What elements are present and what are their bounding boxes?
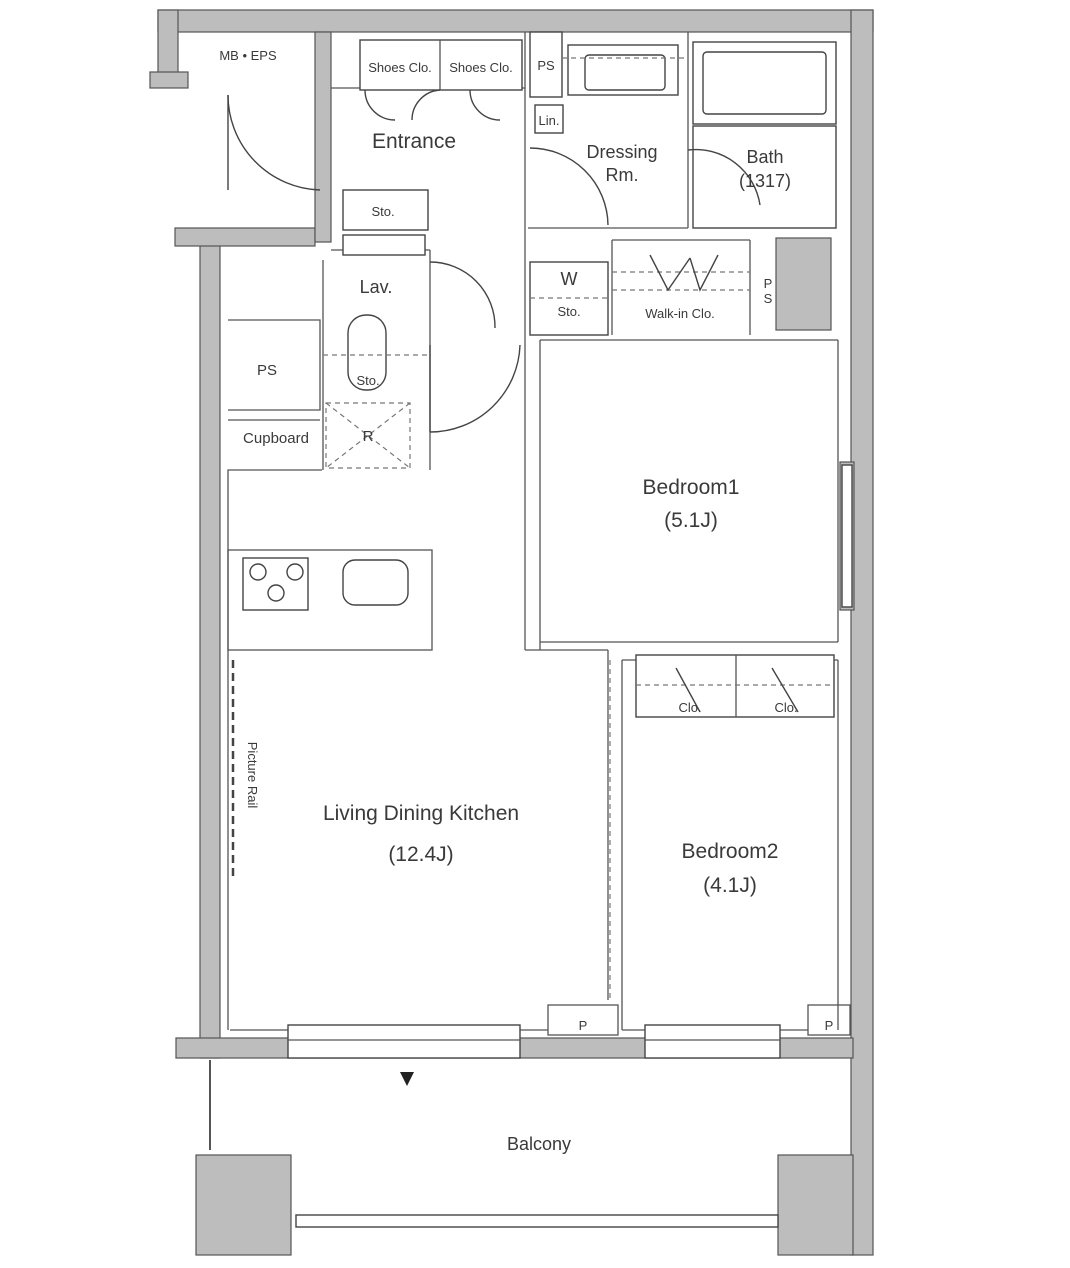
label-p-ldk: P [579, 1018, 588, 1033]
label-cupboard: Cupboard [243, 430, 309, 447]
label-bath: Bath [746, 147, 783, 167]
label-picture-rail: Picture Rail [245, 742, 260, 809]
label-bedroom2: Bedroom2 [682, 840, 779, 863]
label-balcony: Balcony [507, 1134, 571, 1154]
label-ps-top: PS [537, 58, 555, 73]
label-ps-right-p: P [764, 276, 773, 291]
label-sto-w: Sto. [557, 304, 580, 319]
label-dressing-2: Rm. [606, 165, 639, 185]
label-sto-entrance: Sto. [371, 204, 394, 219]
label-ldk-size: (12.4J) [388, 843, 453, 866]
label-entrance: Entrance [372, 130, 456, 153]
label-walk-in-clo: Walk-in Clo. [645, 306, 715, 321]
label-ldk: Living Dining Kitchen [323, 802, 519, 825]
label-lav: Lav. [360, 277, 393, 297]
label-sto-lav: Sto. [356, 373, 379, 388]
room-labels: MB • EPS Shoes Clo. Shoes Clo. PS Lin. E… [219, 48, 833, 1154]
windows [209, 464, 853, 1228]
label-lin: Lin. [539, 113, 560, 128]
label-clo-2: Clo. [774, 700, 797, 715]
label-bedroom2-size: (4.1J) [703, 874, 757, 897]
label-r: R [363, 428, 374, 445]
label-dressing-1: Dressing [586, 142, 657, 162]
label-bath-size: (1317) [739, 171, 791, 191]
fixtures [231, 31, 837, 1000]
label-p-bed2: P [825, 1018, 834, 1033]
label-mb-eps: MB • EPS [219, 48, 277, 63]
doors [227, 89, 761, 433]
label-bedroom1: Bedroom1 [643, 476, 740, 499]
label-w: W [561, 269, 578, 289]
label-clo-1: Clo. [678, 700, 701, 715]
label-ps-right-s: S [764, 291, 773, 306]
label-shoes-clo-2: Shoes Clo. [449, 60, 513, 75]
label-ps-left: PS [257, 362, 277, 379]
label-bedroom1-size: (5.1J) [664, 509, 718, 532]
label-shoes-clo-1: Shoes Clo. [368, 60, 432, 75]
